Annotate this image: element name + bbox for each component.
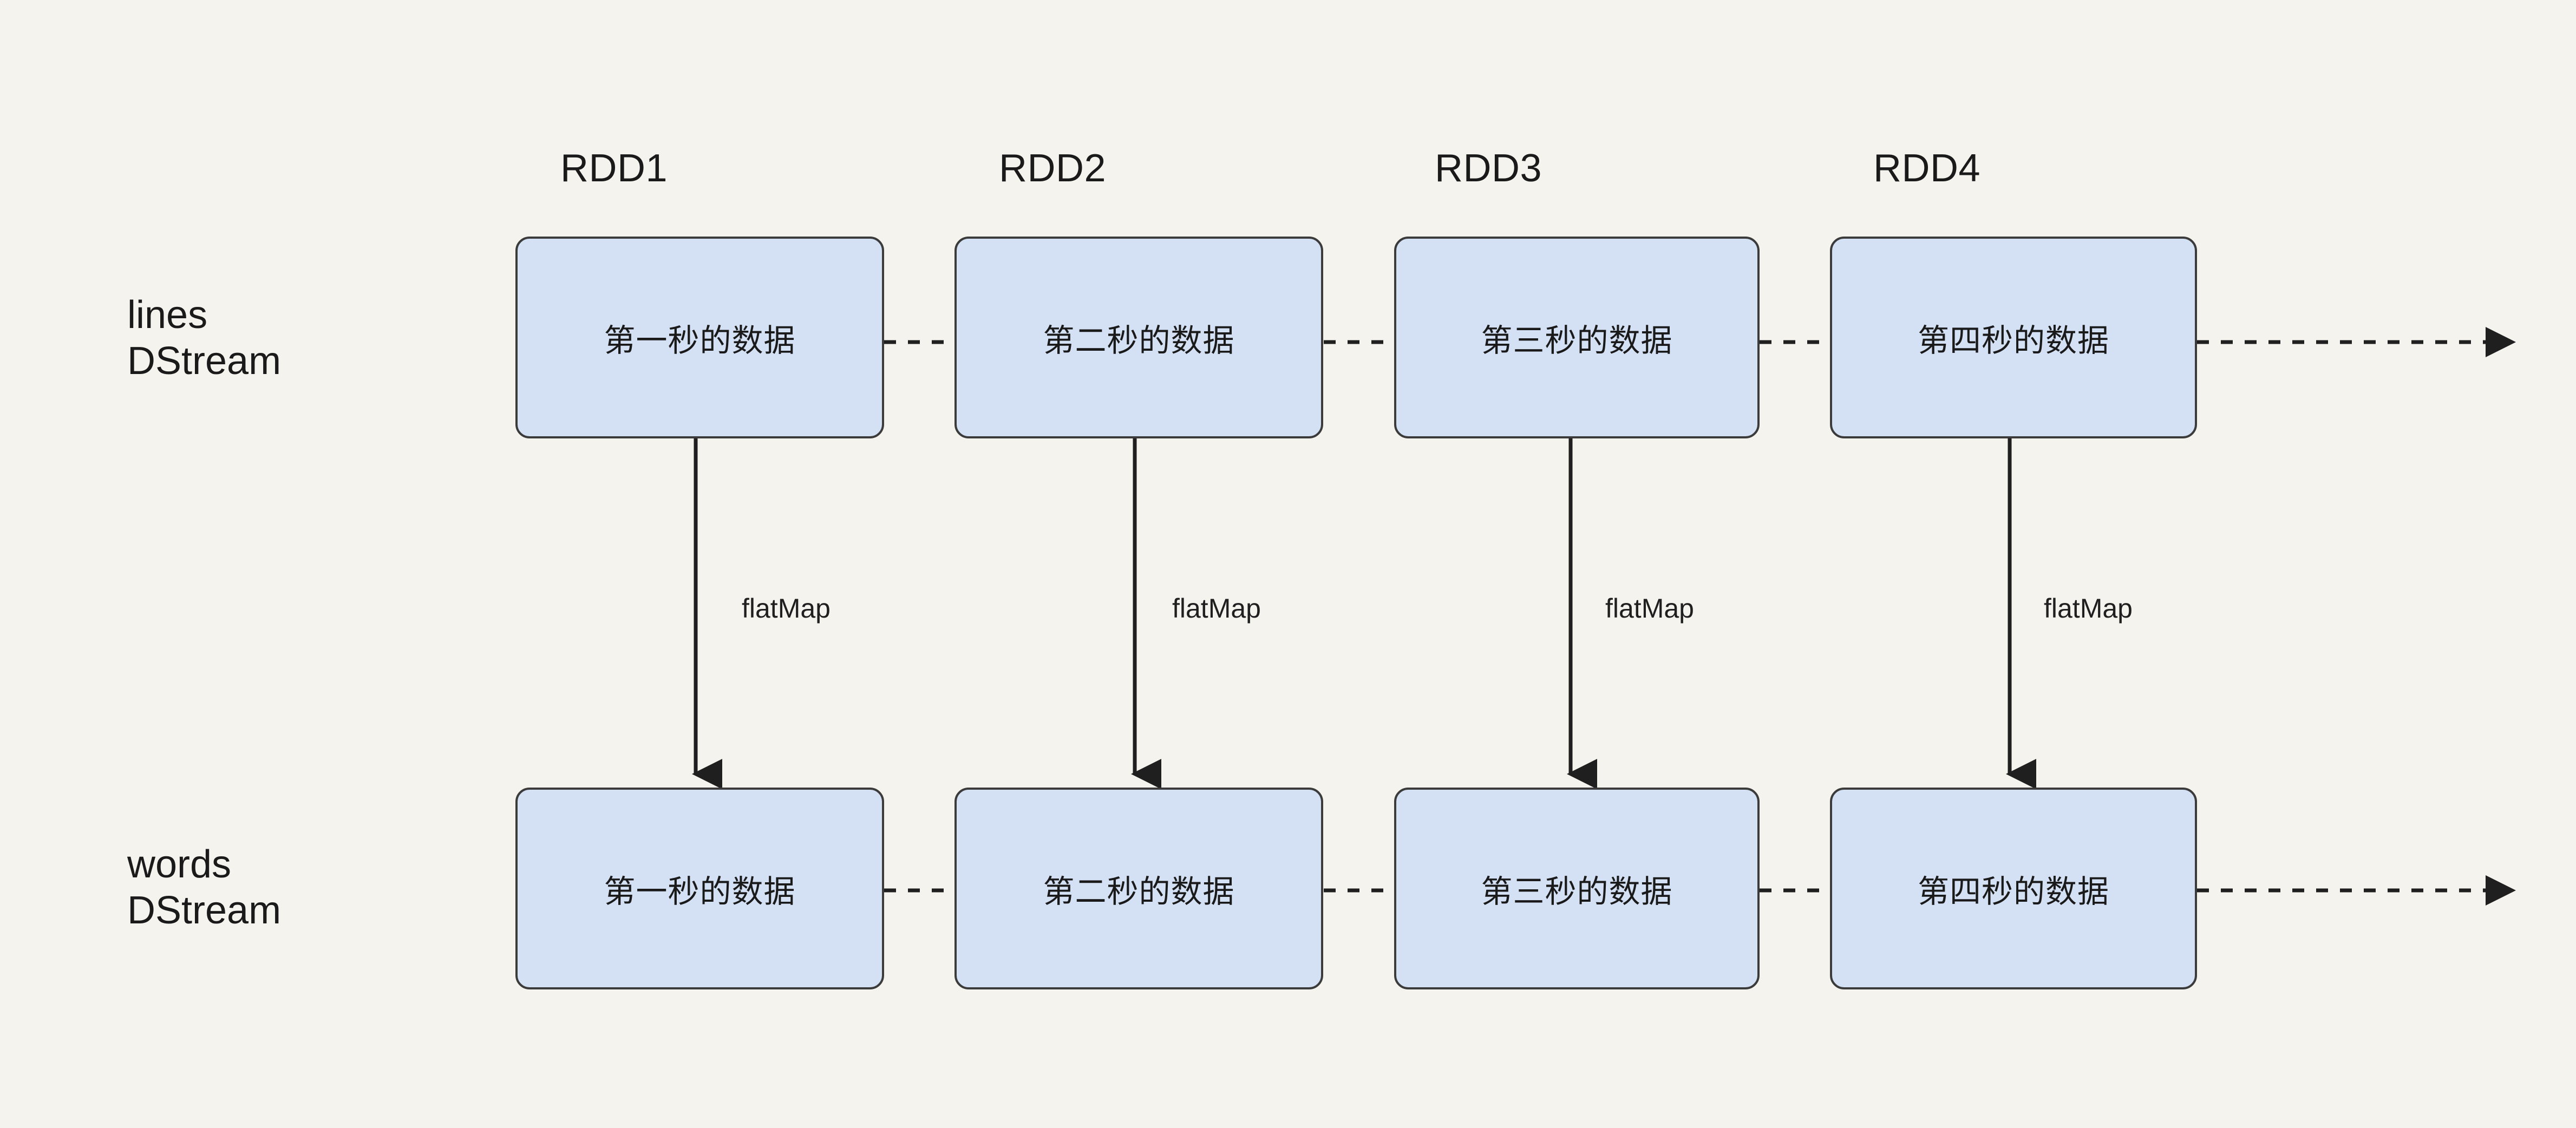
node-words-rdd3-label: 第三秒的数据 [1481, 874, 1673, 909]
node-lines-rdd3[interactable]: 第三秒的数据 [1394, 237, 1760, 438]
node-lines-rdd2[interactable]: 第二秒的数据 [954, 237, 1323, 438]
flatmap-label-3: flatMap [1605, 593, 1694, 624]
node-words-rdd1[interactable]: 第一秒的数据 [515, 788, 884, 989]
column-header-rdd1: RDD1 [560, 147, 668, 190]
row-label-lines-line1: lines [127, 293, 208, 337]
flatmap-arrows [692, 438, 2036, 789]
row-label-words-line2: DStream [127, 888, 282, 932]
flatmap-label-1: flatMap [742, 593, 831, 624]
node-lines-rdd1[interactable]: 第一秒的数据 [515, 237, 884, 438]
row-label-words-line1: words [127, 843, 232, 886]
row-label-lines-dstream: lines DStream [127, 292, 281, 384]
node-lines-rdd3-label: 第三秒的数据 [1481, 323, 1673, 358]
node-words-rdd1-label: 第一秒的数据 [604, 874, 796, 909]
node-words-rdd2[interactable]: 第二秒的数据 [954, 788, 1323, 989]
node-lines-rdd2-label: 第二秒的数据 [1043, 323, 1235, 358]
flatmap-label-4: flatMap [2044, 593, 2133, 624]
node-words-rdd4[interactable]: 第四秒的数据 [1830, 788, 2197, 989]
column-header-rdd4: RDD4 [1873, 147, 1981, 190]
node-words-rdd2-label: 第二秒的数据 [1043, 874, 1235, 909]
column-header-rdd3: RDD3 [1435, 147, 1542, 190]
node-lines-rdd4-label: 第四秒的数据 [1917, 323, 2109, 358]
row-label-lines-line2: DStream [127, 339, 282, 383]
node-lines-rdd1-label: 第一秒的数据 [604, 323, 796, 358]
node-words-rdd4-label: 第四秒的数据 [1917, 874, 2109, 909]
column-header-rdd2: RDD2 [999, 147, 1107, 190]
row-label-words-dstream: words DStream [127, 842, 281, 934]
flatmap-label-2: flatMap [1172, 593, 1261, 624]
node-words-rdd3[interactable]: 第三秒的数据 [1394, 788, 1760, 989]
node-lines-rdd4[interactable]: 第四秒的数据 [1830, 237, 2197, 438]
